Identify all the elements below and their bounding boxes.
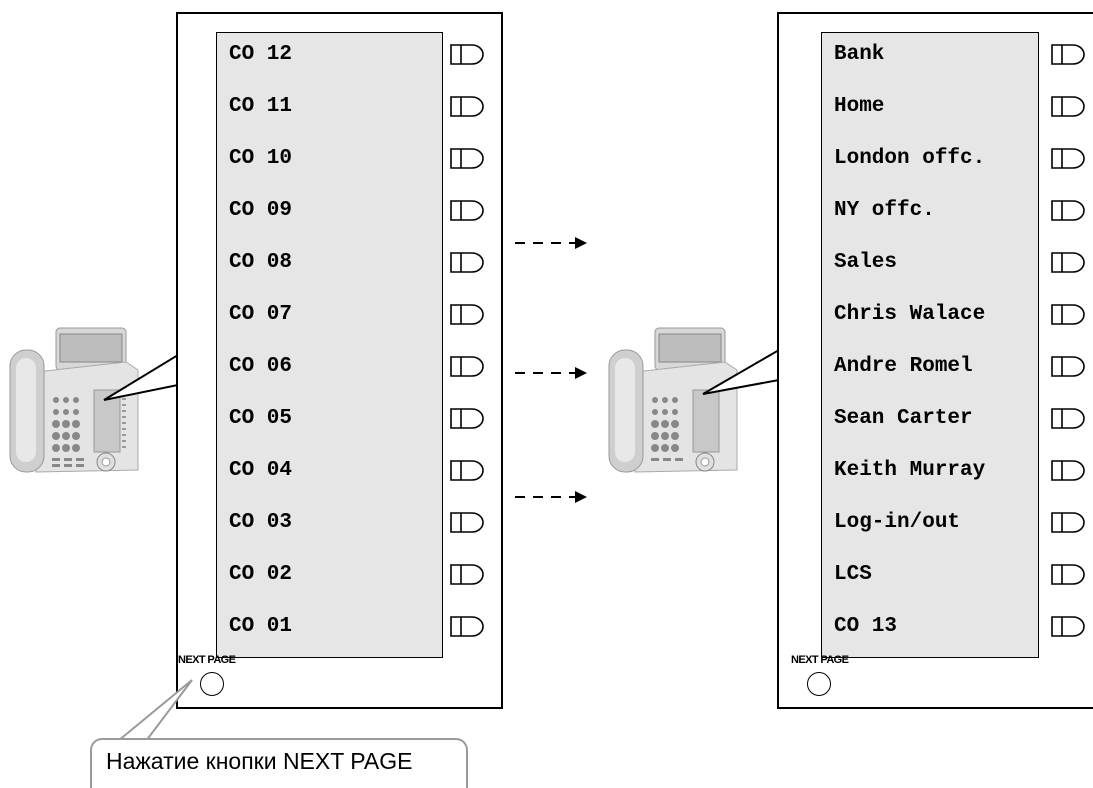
flexible-key-button[interactable] xyxy=(450,304,484,325)
dashed-arrow-icon xyxy=(515,367,587,379)
right-lcd-row: Chris Walace xyxy=(834,303,986,326)
flexible-key-button[interactable] xyxy=(450,564,484,585)
callout-box: Нажатие кнопки NEXT PAGE xyxy=(90,738,468,788)
next-page-label: NEXT PAGE xyxy=(178,654,236,666)
right-lcd-row: NY offc. xyxy=(834,199,935,222)
flexible-key-button[interactable] xyxy=(1051,200,1085,221)
next-page-label: NEXT PAGE xyxy=(791,654,849,666)
right-lcd-display: Bank Home London offc. NY offc. Sales Ch… xyxy=(821,32,1039,658)
flexible-key-button[interactable] xyxy=(1051,512,1085,533)
right-lcd-row: Keith Murray xyxy=(834,459,986,482)
flexible-key-button[interactable] xyxy=(1051,408,1085,429)
left-lcd-row: CO 08 xyxy=(229,251,293,274)
right-key-panel: Bank Home London offc. NY offc. Sales Ch… xyxy=(777,12,1093,709)
flexible-key-button[interactable] xyxy=(450,460,484,481)
right-lcd-row: Home xyxy=(834,95,885,118)
right-lcd-row: London offc. xyxy=(834,147,986,170)
next-page-button[interactable] xyxy=(807,672,831,696)
phone-left-icon xyxy=(8,320,179,485)
phone-right-icon xyxy=(607,320,780,485)
flexible-key-button[interactable] xyxy=(1051,44,1085,65)
right-lcd-row: Sales xyxy=(834,251,898,274)
left-lcd-row: CO 05 xyxy=(229,407,293,430)
next-page-button[interactable] xyxy=(200,672,224,696)
left-lcd-row: CO 04 xyxy=(229,459,293,482)
flexible-key-button[interactable] xyxy=(1051,564,1085,585)
left-lcd-row: CO 11 xyxy=(229,95,293,118)
dashed-arrow-icon xyxy=(515,491,587,503)
flexible-key-button[interactable] xyxy=(1051,148,1085,169)
flexible-key-button[interactable] xyxy=(450,408,484,429)
left-lcd-row: CO 03 xyxy=(229,511,293,534)
left-lcd-row: CO 12 xyxy=(229,43,293,66)
dashed-arrow-icon xyxy=(515,237,587,249)
flexible-key-button[interactable] xyxy=(450,148,484,169)
flexible-key-button[interactable] xyxy=(450,512,484,533)
flexible-key-button[interactable] xyxy=(450,616,484,637)
right-lcd-row: LCS xyxy=(834,563,872,586)
flexible-key-button[interactable] xyxy=(1051,304,1085,325)
flexible-key-button[interactable] xyxy=(450,200,484,221)
left-lcd-row: CO 07 xyxy=(229,303,293,326)
flexible-key-button[interactable] xyxy=(450,44,484,65)
right-lcd-row: Andre Romel xyxy=(834,355,973,378)
callout-text: Нажатие кнопки NEXT PAGE xyxy=(106,748,413,774)
flexible-key-button[interactable] xyxy=(1051,356,1085,377)
left-lcd-row: CO 01 xyxy=(229,615,293,638)
flexible-key-button[interactable] xyxy=(450,356,484,377)
left-lcd-row: CO 09 xyxy=(229,199,293,222)
left-lcd-row: CO 02 xyxy=(229,563,293,586)
right-lcd-row: Log-in/out xyxy=(834,511,961,534)
left-key-panel: CO 12 CO 11 CO 10 CO 09 CO 08 CO 07 CO 0… xyxy=(176,12,503,709)
flexible-key-button[interactable] xyxy=(1051,96,1085,117)
left-lcd-row: CO 10 xyxy=(229,147,293,170)
flexible-key-button[interactable] xyxy=(1051,460,1085,481)
right-lcd-row: Sean Carter xyxy=(834,407,973,430)
right-lcd-row: Bank xyxy=(834,43,885,66)
flexible-key-button[interactable] xyxy=(450,96,484,117)
flexible-key-button[interactable] xyxy=(1051,616,1085,637)
flexible-key-button[interactable] xyxy=(1051,252,1085,273)
right-lcd-row: CO 13 xyxy=(834,615,898,638)
left-lcd-display: CO 12 CO 11 CO 10 CO 09 CO 08 CO 07 CO 0… xyxy=(216,32,443,658)
flexible-key-button[interactable] xyxy=(450,252,484,273)
left-lcd-row: CO 06 xyxy=(229,355,293,378)
